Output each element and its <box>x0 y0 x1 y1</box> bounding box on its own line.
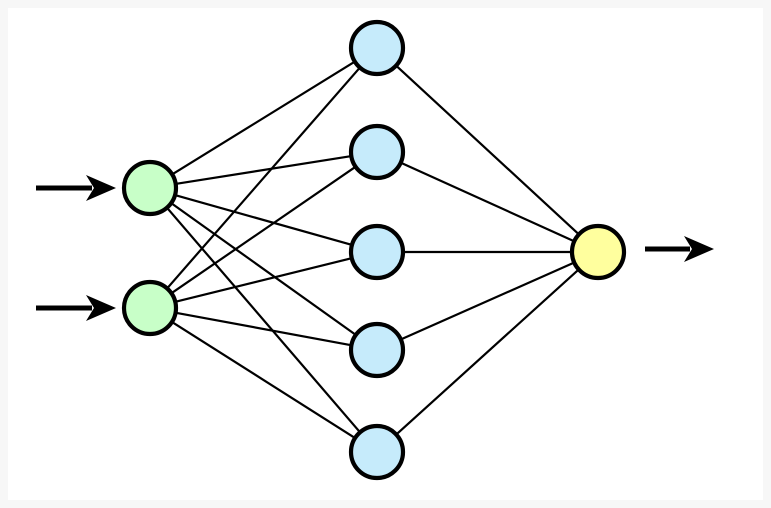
neuron-circle-i1[interactable] <box>121 159 179 217</box>
edge-i2-h3 <box>173 256 354 304</box>
neuron-nodes-group <box>121 19 627 481</box>
node-hidden-4[interactable] <box>348 321 406 379</box>
node-hidden-1[interactable] <box>348 19 406 77</box>
edge-i2-h1 <box>165 65 362 291</box>
input-arrow-bottom-head-icon <box>86 295 116 321</box>
neuron-circle-h5[interactable] <box>348 423 406 481</box>
neuron-circle-h3[interactable] <box>348 223 406 281</box>
neuron-circle-h2[interactable] <box>348 123 406 181</box>
node-hidden-5[interactable] <box>348 423 406 481</box>
input-arrow-top-head-icon <box>86 175 116 201</box>
node-output-1[interactable] <box>569 223 627 281</box>
edge-i1-h3 <box>172 193 355 247</box>
edge-i1-h2 <box>173 154 354 186</box>
node-hidden-3[interactable] <box>348 223 406 281</box>
input-arrow-top <box>36 175 116 201</box>
neuron-circle-o1[interactable] <box>569 223 627 281</box>
io-arrows-group <box>36 175 714 321</box>
neuron-circle-h1[interactable] <box>348 19 406 77</box>
node-input-1[interactable] <box>121 159 179 217</box>
edge-i1-h1 <box>170 60 357 176</box>
edge-i2-h2 <box>169 165 358 295</box>
edge-h5-o1 <box>394 267 581 437</box>
edge-h4-o1 <box>398 261 577 341</box>
output-arrow-head-icon <box>684 236 714 262</box>
edge-i2-h5 <box>170 320 357 440</box>
input-arrow-bottom <box>36 295 116 321</box>
connection-edges-group <box>165 60 581 440</box>
neuron-circle-i2[interactable] <box>121 279 179 337</box>
edge-i1-h5 <box>165 205 362 435</box>
edge-i2-h4 <box>173 311 354 347</box>
edge-i1-h4 <box>169 201 358 337</box>
edge-h1-o1 <box>394 63 581 237</box>
output-arrow <box>645 236 714 262</box>
node-hidden-2[interactable] <box>348 123 406 181</box>
neuron-circle-h4[interactable] <box>348 321 406 379</box>
node-input-2[interactable] <box>121 279 179 337</box>
edge-h2-o1 <box>398 161 577 243</box>
